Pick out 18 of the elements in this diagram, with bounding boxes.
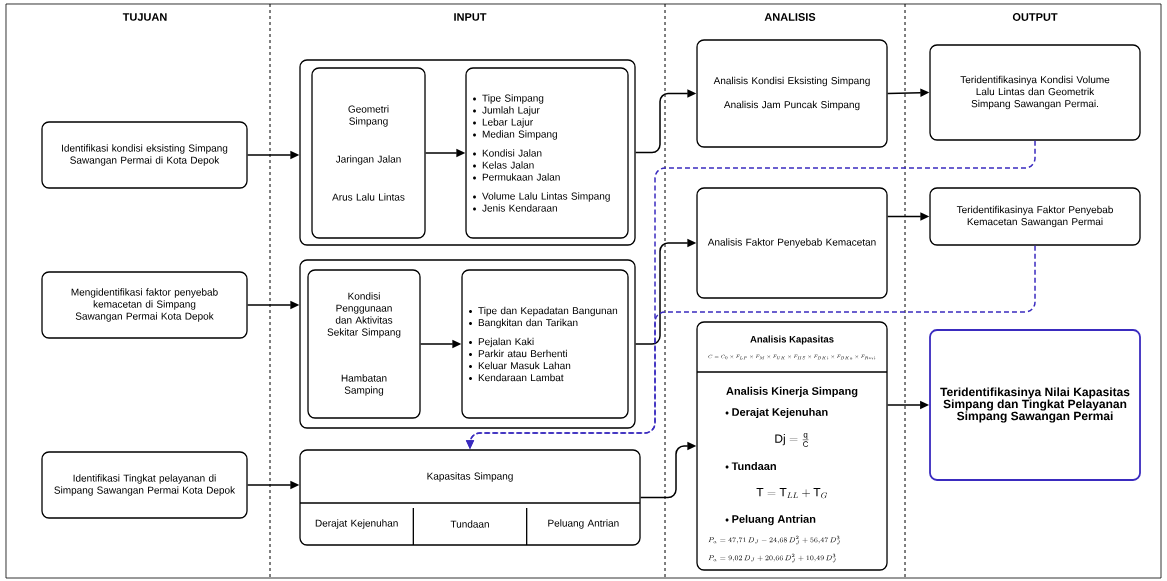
goal-box: Mengidentifikasi faktor penyebab kemacetan di Simpang Sawangan Permai Kota Depok [41, 271, 248, 339]
result-box: Teridentifikasinya Kondisi Volume Lalu Lintas dan Geometrik Simpang Sawangan Permai. [929, 44, 1141, 141]
list-box: Tipe dan Kepadatan Bangunan Bangkitan dan Tarikan Pejalan Kaki Parkir atau Berhenti Keluar Masuk Lahan Kendaraan Lambat [461, 269, 629, 419]
column-heading: TUJUAN [122, 13, 167, 21]
goal-box: Identifikasi Tingkat pelayanan di Simpang Sawangan Permai Kota Depok [41, 451, 248, 519]
analysis-box: Analisis Kondisi Eksisting Simpang Analisis Jam Puncak Simpang [696, 39, 888, 148]
input-box: Kondisi Penggunaan dan Aktivitas Sekitar Simpang Hambatan Samping [307, 269, 421, 419]
list-box: Tipe Simpang Jumlah Lajur Lebar Lajur Median Simpang Kondisi Jalan Kelas Jalan Permukaan Jalan Volume Lalu Lintas Simpang Jenis Kendaraan [465, 67, 629, 239]
result-box: Teridentifikasinya Nilai Kapasitas Simpang dan Tingkat Pelayanan Simpang Sawangan Permai [929, 329, 1141, 481]
column-heading: OUTPUT [1012, 13, 1058, 21]
analysis-box: Analisis Kapasitas $C = C_0 \times F_{LP} \times F_{M} \times F_{UK} \times F_{HS} \times F_{BKi} \times F_{BKa} \times F_{Rmi}$ Analisis Kinerja Simpang Derajat Kejenuhan $\mathrm{Dj} = \frac{\mathrm{q}}{\mathrm{C}}$ Tundaan $\mathrm{T} = \mathrm{T}_{LL} + \mathrm{T}_{G}$ Peluang Antrian $P_a = 47{,}71\,D_J - 24{,}68\,D_J^2 + 56{,}47\,D_J^3$ $P_a = 9{,}02\,D_J + 20{,}66\,D_J^2 + 10{,}49\,D_J^3$ [696, 321, 888, 571]
analysis-box: Analisis Faktor Penyebab Kemacetan [696, 187, 888, 299]
column-heading: INPUT [454, 13, 487, 21]
capacity-table: Kapasitas Simpang Derajat Kejenuhan Tundaan Peluang Antrian [299, 449, 641, 546]
result-box: Teridentifikasinya Faktor Penyebab Kemacetan Sawangan Permai [929, 187, 1141, 246]
input-box: Geometri Simpang Jaringan Jalan Arus Lalu Lintas [311, 67, 426, 239]
goal-box: Identifikasi kondisi eksisting Simpang Sawangan Permai di Kota Depok [41, 121, 248, 189]
column-heading: ANALISIS [764, 13, 816, 21]
